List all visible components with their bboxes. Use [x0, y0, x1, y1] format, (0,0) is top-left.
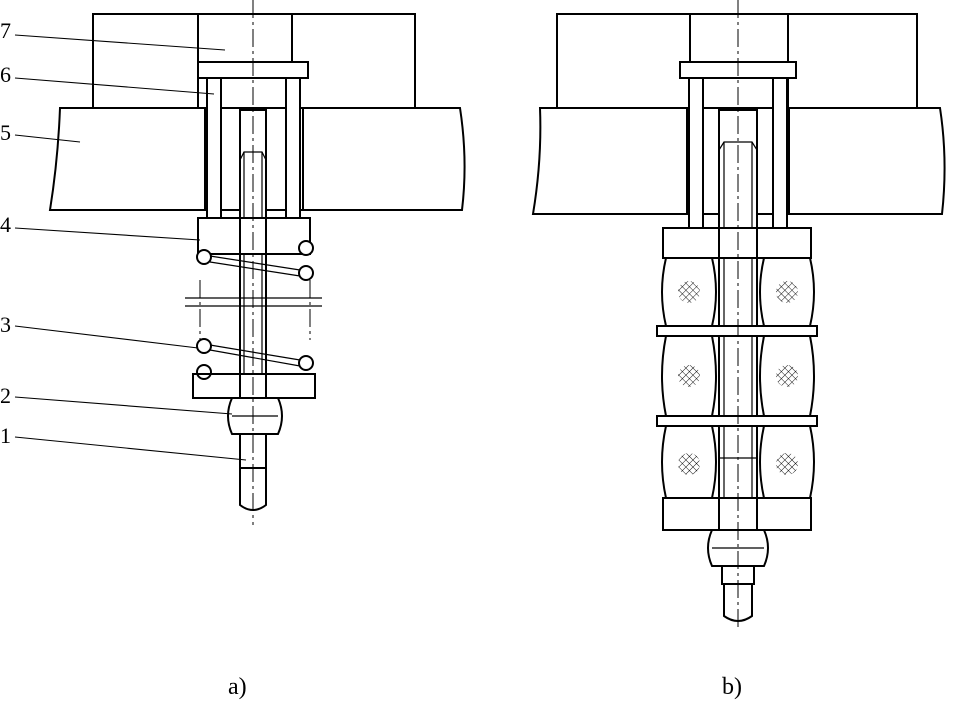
lower-spring-seat: [192, 373, 316, 399]
caption-a: a): [228, 674, 247, 700]
part-2-nut: [227, 397, 283, 435]
nut-b: [707, 529, 769, 567]
callouts-a: 7 6 5 4 3 2 1: [0, 18, 247, 461]
callout-4: 4: [0, 212, 11, 237]
rubber-elements: [656, 257, 818, 499]
lower-seat-b: [662, 497, 812, 531]
callout-1: 1: [0, 423, 11, 448]
part-3-spring: [185, 240, 322, 380]
callout-2: 2: [0, 383, 11, 408]
callout-6: 6: [0, 62, 11, 87]
callout-5: 5: [0, 120, 11, 145]
callout-7: 7: [0, 18, 11, 43]
figure-b: b): [531, 0, 946, 700]
callout-3: 3: [0, 312, 11, 337]
upper-seat-b: [662, 227, 812, 259]
part-4-upper-spring-seat: [197, 217, 311, 255]
figure-a: 7 6 5 4 3 2 1 a): [0, 0, 466, 700]
caption-b: b): [722, 674, 742, 700]
